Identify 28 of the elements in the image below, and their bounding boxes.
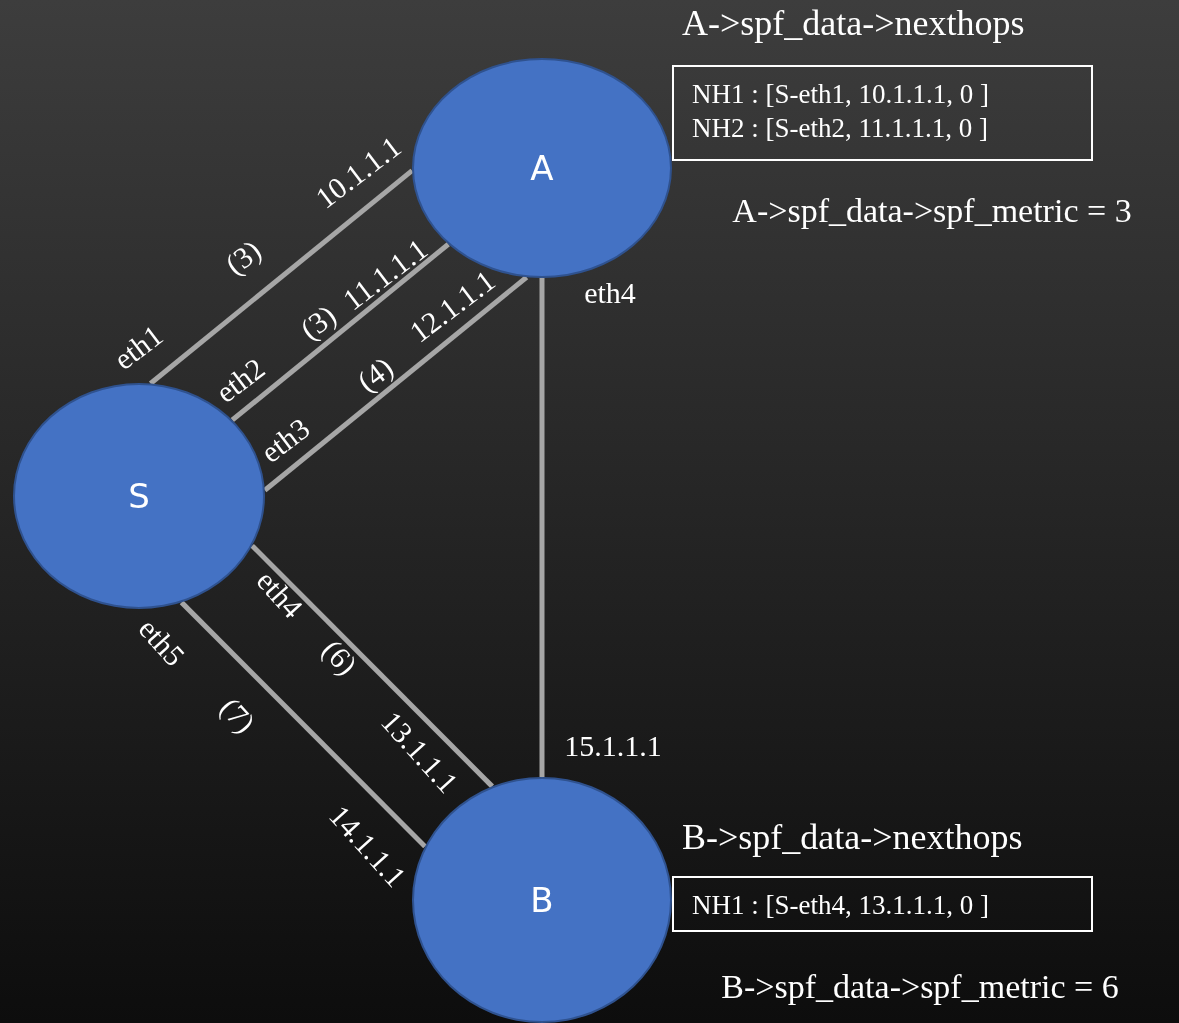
link-line <box>263 275 529 493</box>
edge-label: (3) <box>294 298 342 346</box>
table-heading: B->spf_data->nexthops <box>682 818 1023 858</box>
interface-label: eth2 <box>209 351 271 409</box>
link-line <box>250 543 494 789</box>
edge-label: (6) <box>316 632 364 682</box>
link-line <box>230 242 450 422</box>
link-line <box>179 600 427 849</box>
link-line <box>148 168 414 386</box>
node-label: A <box>530 148 554 188</box>
edge-label: (4) <box>351 350 399 398</box>
link-line <box>539 278 545 777</box>
interface-label: eth5 <box>132 611 192 673</box>
metric-text: B->spf_data->spf_metric = 6 <box>721 968 1119 1006</box>
ip-address-label: 15.1.1.1 <box>564 728 662 762</box>
node-label: S <box>128 476 150 516</box>
interface-label: eth4 <box>250 563 310 625</box>
node-label: B <box>530 880 554 920</box>
metric-text: A->spf_data->spf_metric = 3 <box>732 192 1132 230</box>
interface-label: eth1 <box>107 318 169 376</box>
nexthop-entry: NH1 : [S-eth1, 10.1.1.1, 0 ] <box>692 78 990 111</box>
interface-label: eth3 <box>254 411 316 469</box>
table-heading: A->spf_data->nexthops <box>682 4 1025 44</box>
nexthop-entry: NH2 : [S-eth2, 11.1.1.1, 0 ] <box>692 112 989 145</box>
edge-label: (3) <box>219 233 267 281</box>
edge-label: (7) <box>214 690 262 740</box>
nexthop-entry: NH1 : [S-eth4, 13.1.1.1, 0 ] <box>692 889 990 922</box>
interface-label: eth4 <box>584 275 636 309</box>
